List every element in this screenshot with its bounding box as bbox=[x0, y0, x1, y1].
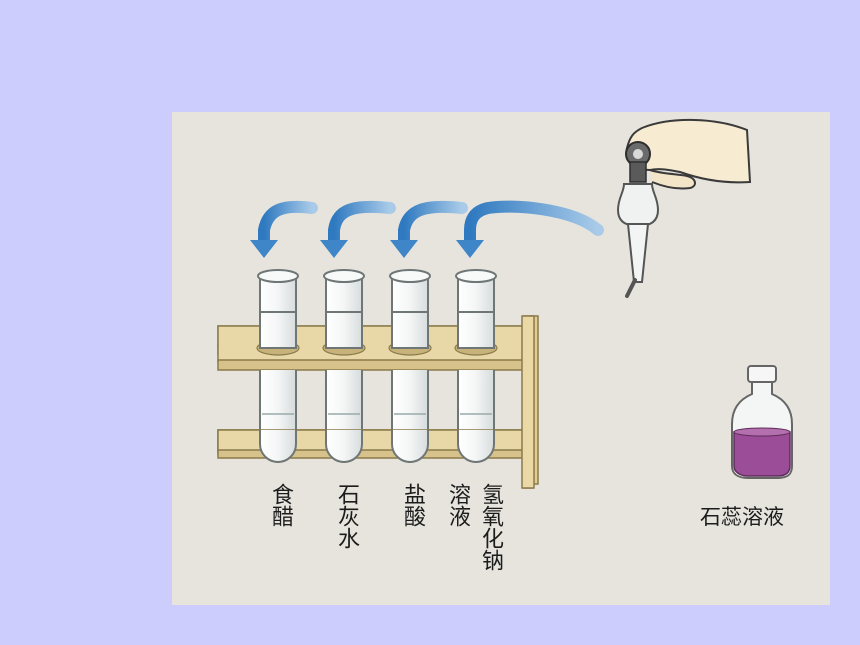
litmus-bottle bbox=[731, 365, 793, 479]
tube-label-sodium-hydroxide-col1: 溶液 bbox=[445, 483, 470, 527]
illustration-canvas bbox=[172, 112, 830, 605]
tube-label-hydrochloric-acid: 盐酸 bbox=[400, 483, 425, 527]
curved-arrow-icon bbox=[390, 200, 468, 258]
rack-lower-rail bbox=[217, 315, 535, 489]
curved-arrow-icon bbox=[456, 200, 604, 258]
hand-with-dropper-icon bbox=[616, 118, 752, 298]
tube-label-limewater: 石灰水 bbox=[334, 483, 359, 549]
litmus-experiment-illustration: 食醋 石灰水 盐酸 溶液 氢氧化钠 石蕊溶液 bbox=[172, 112, 830, 605]
curved-arrow-icon bbox=[250, 200, 318, 258]
curved-arrow-icon bbox=[320, 200, 396, 258]
tube-bottoms bbox=[259, 370, 495, 430]
bottle-label-litmus-solution: 石蕊溶液 bbox=[700, 505, 784, 529]
tube-label-sodium-hydroxide-col2: 氢氧化钠 bbox=[478, 483, 503, 571]
tube-label-vinegar: 食醋 bbox=[268, 483, 293, 527]
